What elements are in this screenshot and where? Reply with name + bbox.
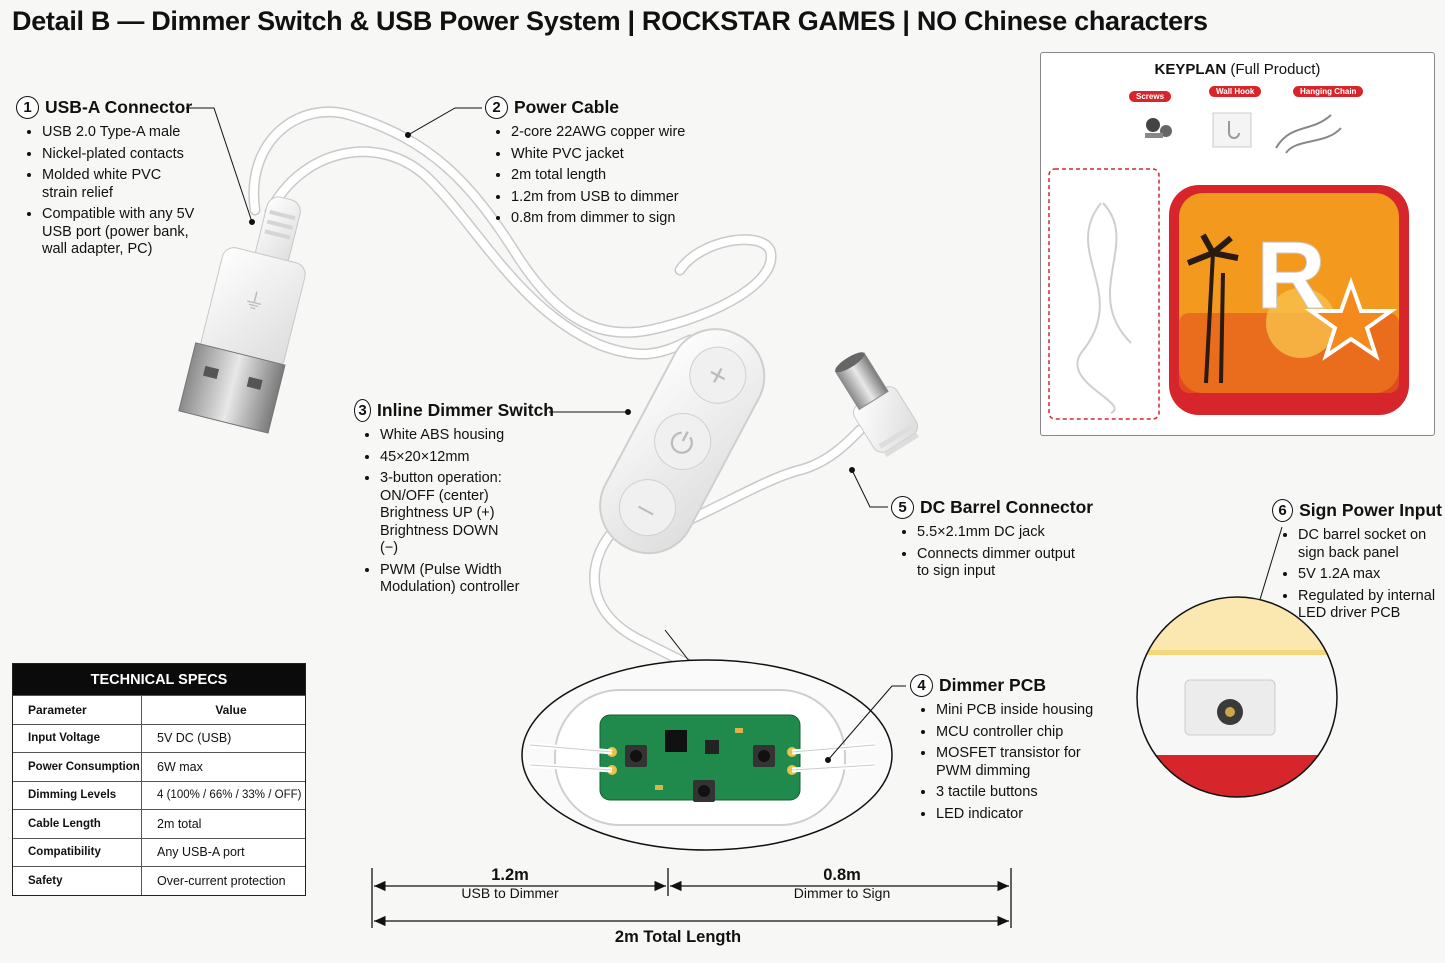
callout-item: Nickel-plated contacts [42, 146, 236, 164]
callout-number: 3 [354, 399, 372, 422]
callout-power-cable: 2 Power Cable 2-core 22AWG copper wire Wh… [485, 96, 725, 232]
spec-value: 5V DC (USB) [141, 723, 305, 753]
callout-item: DC barrel socket on sign back panel [1298, 527, 1442, 562]
callout-title: Sign Power Input [1299, 500, 1442, 520]
spec-value: Over-current protection [141, 866, 305, 895]
dimension-usb-to-dimmer: 1.2m USB to Dimmer [461, 866, 559, 901]
tag-hanging-chain: Hanging Chain [1293, 86, 1364, 97]
callout-item: 2-core 22AWG copper wire [511, 124, 725, 142]
callout-number: 2 [485, 96, 508, 119]
callout-item: 45×20×12mm [380, 449, 554, 467]
callout-item: 5.5×2.1mm DC jack [917, 524, 1101, 542]
spec-value: 2m total [141, 809, 305, 838]
dc-barrel-plug [834, 352, 919, 458]
spec-key: Cable Length [13, 809, 142, 838]
callout-item: MOSFET transistor for PWM dimming [936, 745, 1086, 780]
callout-item: MCU controller chip [936, 724, 1110, 742]
tag-wall-hook: Wall Hook [1209, 86, 1262, 97]
callout-title: USB-A Connector [45, 97, 193, 117]
usb-a-plug: ⏚ [178, 196, 306, 434]
spec-key: Input Voltage [13, 723, 142, 753]
technical-specs-table: TECHNICAL SPECS Parameter Value Input Vo… [12, 663, 306, 896]
callout-item: Connects dimmer output to sign input [917, 546, 1082, 581]
chain-icon [1275, 114, 1342, 154]
rockstar-sign-icon: R [1169, 185, 1409, 415]
keyplan-title: KEYPLAN (Full Product) [1154, 61, 1321, 78]
screws-icon [1145, 118, 1172, 138]
dimension-lines [371, 868, 1012, 928]
callout-item: PWM (Pulse Width Modulation) controller [380, 562, 530, 597]
specs-caption: TECHNICAL SPECS [13, 664, 305, 695]
pcb-inset [521, 629, 893, 851]
keyplan-panel: KEYPLAN (Full Product) Screws Wall Hook … [1040, 52, 1435, 436]
dimension-total-length: 2m Total Length [614, 928, 742, 946]
tag-screws: Screws [1129, 91, 1172, 102]
callout-title: DC Barrel Connector [920, 497, 1094, 517]
spec-value: 4 (100% / 66% / 33% / OFF) [141, 780, 305, 810]
callout-item: LED indicator [936, 806, 1110, 824]
callout-dimmer-pcb: 4 Dimmer PCB Mini PCB inside housing MCU … [910, 674, 1110, 827]
callout-item: USB 2.0 Type-A male [42, 124, 236, 142]
page-title: Detail B — Dimmer Switch & USB Power Sys… [12, 6, 1208, 36]
callout-number: 5 [891, 496, 914, 519]
callout-item: 3 tactile buttons [936, 784, 1110, 802]
callout-title: Power Cable [514, 97, 620, 117]
spec-value: 6W max [141, 752, 305, 781]
callout-item: Compatible with any 5V USB port (power b… [42, 206, 217, 259]
callout-item: 2m total length [511, 167, 725, 185]
callout-title: Inline Dimmer Switch [377, 400, 554, 420]
spec-key: Dimming Levels [13, 780, 142, 810]
callout-item: Molded white PVC strain relief [42, 167, 172, 202]
callout-usb-connector: 1 USB-A Connector USB 2.0 Type-A male Nic… [16, 96, 236, 263]
keyplan-illustration: R [1048, 112, 1409, 420]
spec-key: Power Consumption [13, 752, 142, 781]
callout-item: 0.8m from dimmer to sign [511, 210, 725, 228]
callout-number: 1 [16, 96, 39, 119]
spec-key: Safety [13, 866, 142, 895]
callout-item: Regulated by internal LED driver PCB [1298, 588, 1442, 623]
callout-item: White ABS housing [380, 427, 554, 445]
sign-socket-magnifier [1136, 596, 1338, 798]
inline-dimmer-housing: + ⏻ – [599, 328, 766, 555]
dimension-dimmer-to-sign: 0.8m Dimmer to Sign [793, 866, 891, 901]
cable-highlight-box [1048, 168, 1160, 420]
callout-item: White PVC jacket [511, 146, 725, 164]
callout-item: 1.2m from USB to dimmer [511, 189, 725, 207]
callout-item: 5V 1.2A max [1298, 566, 1442, 584]
callout-title: Dimmer PCB [939, 675, 1046, 695]
column-header: Value [141, 695, 305, 724]
callout-number: 4 [910, 674, 933, 697]
callout-item: Mini PCB inside housing [936, 702, 1110, 720]
spec-key: Compatibility [13, 837, 142, 867]
spec-value: Any USB-A port [141, 837, 305, 867]
callout-dc-barrel: 5 DC Barrel Connector 5.5×2.1mm DC jack C… [891, 496, 1101, 585]
wall-hook-icon [1212, 112, 1252, 148]
callout-number: 6 [1272, 499, 1294, 522]
table-header-row: Parameter Value [13, 695, 305, 724]
column-header: Parameter [13, 695, 142, 724]
callout-item: 3-button operation: ON/OFF (center) Brig… [380, 470, 520, 558]
